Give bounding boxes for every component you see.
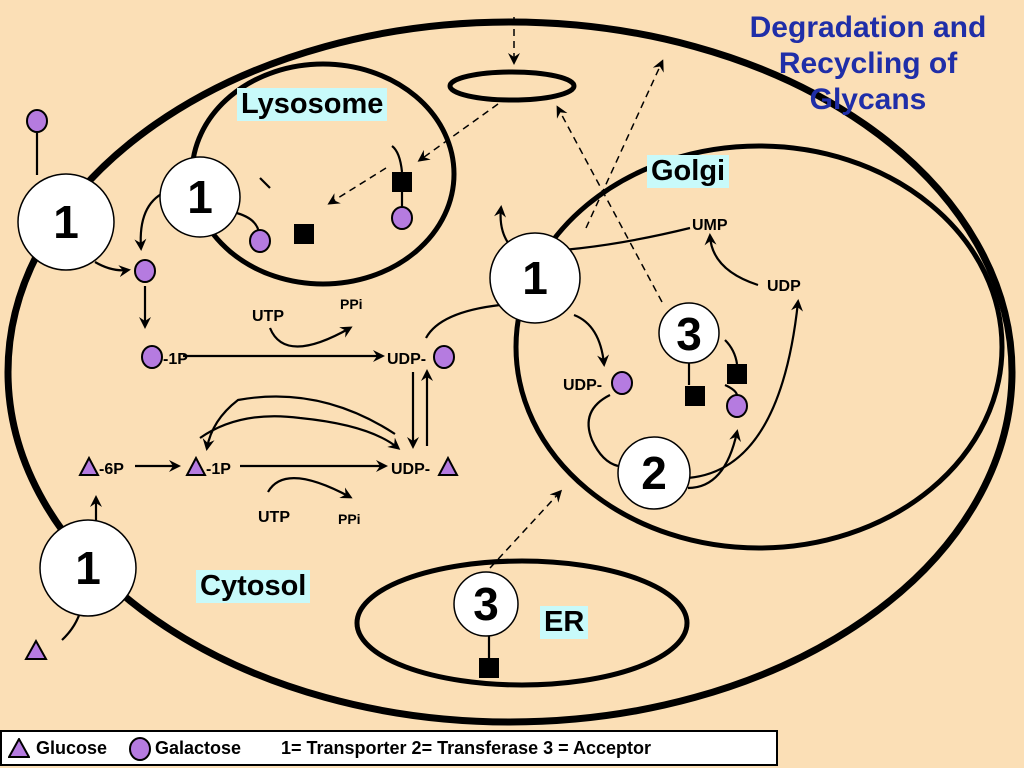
er-acceptor-square: [479, 658, 499, 678]
metabolic-arrows: [35, 133, 804, 660]
legend-key: 1= Transporter 2= Transferase 3 = Accept…: [281, 738, 652, 758]
glucose-1p: [185, 455, 207, 476]
cell-membrane: [4, 18, 1016, 726]
ump-label: UMP: [692, 217, 728, 234]
transporter-plasma-upper-number: 1: [53, 196, 79, 248]
galactose-golgi-glycan: [726, 394, 748, 418]
galactose-extracellular: [26, 109, 48, 133]
udp-galactose-cytosol: [433, 345, 455, 369]
galactose-legend-icon: [129, 737, 151, 761]
transporter-plasma-lower-number: 1: [75, 542, 101, 594]
ppi-lower-label: PPi: [338, 511, 361, 527]
udp-gal-golgi-label: UDP-: [563, 377, 602, 394]
legend-galactose: Galactose: [155, 738, 242, 758]
transporter-golgi-number: 1: [522, 252, 548, 304]
udp-glucose: [437, 455, 459, 476]
udp-label: UDP: [767, 278, 801, 295]
secretory-vesicle: [447, 69, 577, 103]
galactose-cytosol: [134, 259, 156, 283]
galactose-lysosome-glycan: [391, 206, 413, 230]
transporter-plasma-upper: [17, 173, 115, 271]
udp-gal-label: UDP-: [387, 351, 426, 368]
glc-6p-label: -6P: [99, 461, 124, 478]
golgi-glycan-square: [727, 364, 747, 384]
galactose-1p: [141, 345, 163, 369]
cytosol-label: Cytosol: [196, 570, 311, 603]
transferase-golgi: [617, 436, 691, 510]
glc-1p-label: -1P: [206, 461, 231, 478]
lysosome-glycan-square: [392, 172, 412, 192]
acceptor-squares: [294, 172, 747, 678]
golgi-acceptor-square: [685, 386, 705, 406]
er-label: ER: [540, 606, 589, 639]
gal-1p-label: -1P: [163, 351, 188, 368]
udp-galactose-golgi: [611, 371, 633, 395]
udp-glc-label: UDP-: [391, 461, 430, 478]
lysosome-label: Lysosome: [237, 88, 388, 121]
er-membrane: [354, 558, 690, 688]
legend: Glucose Galactose 1= Transporter 2= Tran…: [0, 730, 778, 766]
glucose-molecules: [24, 455, 459, 660]
transporter-lysosome-number: 1: [187, 171, 213, 223]
transporter-plasma-lower: [39, 519, 137, 617]
golgi-label: Golgi: [647, 155, 730, 188]
glucose-6p: [78, 455, 100, 476]
galactose-lysosome: [249, 229, 271, 253]
transferase-golgi-number: 2: [641, 447, 667, 499]
glucose-extracellular: [24, 638, 48, 660]
legend-glucose: Glucose: [36, 738, 108, 758]
acceptor-er-number: 3: [473, 578, 499, 630]
acceptor-er: [453, 571, 519, 637]
utp-upper-label: UTP: [252, 308, 284, 325]
ppi-upper-label: PPi: [340, 296, 363, 312]
lysosome-core-square: [294, 224, 314, 244]
golgi-membrane: [513, 143, 1005, 551]
acceptor-golgi: [658, 302, 720, 364]
transporter-golgi: [489, 232, 581, 324]
galactose-molecules: [26, 109, 748, 418]
vesicle-traffic-arrows: [327, 17, 664, 569]
glucose-legend-icon: [8, 738, 30, 758]
diagram-title: Degradation and Recycling of Glycans: [749, 11, 987, 116]
transporter-lysosome: [159, 156, 241, 238]
utp-lower-label: UTP: [258, 509, 290, 526]
acceptor-golgi-number: 3: [676, 308, 702, 360]
